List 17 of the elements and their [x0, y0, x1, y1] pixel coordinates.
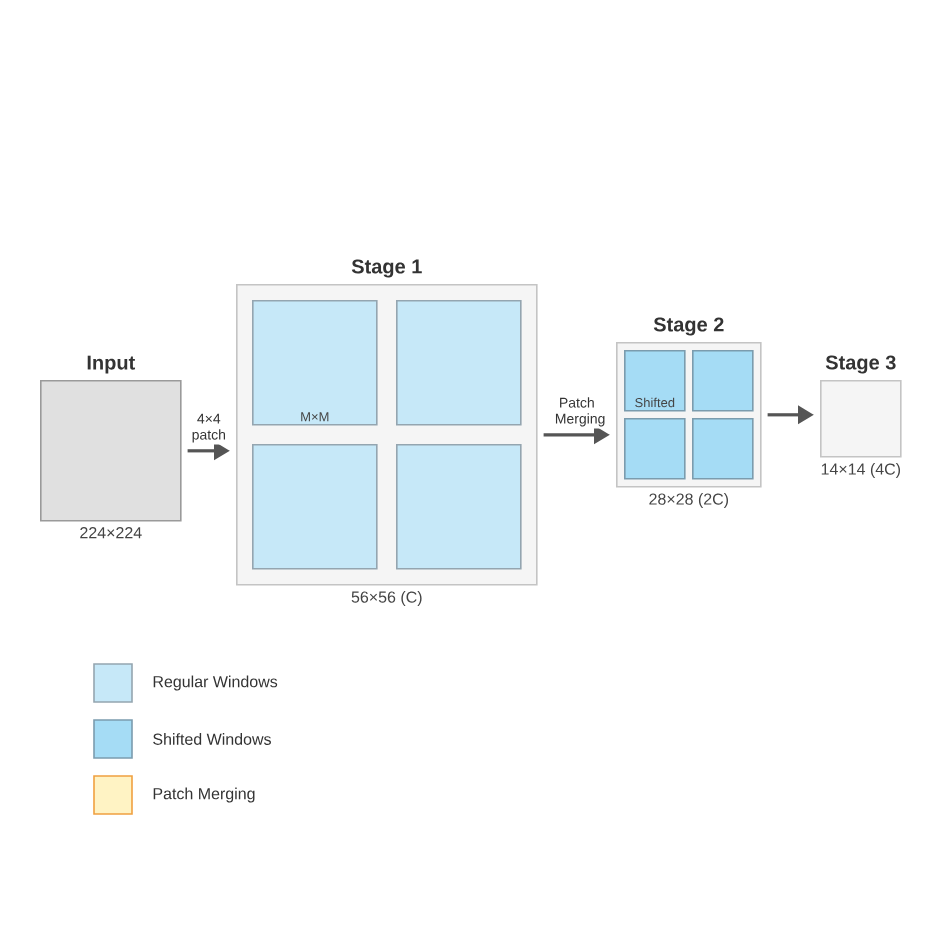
stage-title: Input — [87, 355, 135, 374]
legend-label: Regular Windows — [153, 675, 278, 691]
legend-label: Patch Merging — [153, 787, 255, 803]
window-box — [692, 350, 754, 412]
window-box — [396, 444, 522, 570]
stage-title: Stage 1 — [351, 259, 422, 278]
size-label: 28×28 (2C) — [649, 493, 729, 508]
window-box — [252, 444, 378, 570]
size-label: 56×56 (C) — [351, 591, 422, 606]
size-label: 14×14 (4C) — [821, 463, 901, 478]
window-box — [692, 418, 754, 480]
window-box — [624, 418, 686, 480]
legend-label: Shifted Windows — [153, 733, 271, 745]
stage-title: Stage 3 — [825, 355, 896, 374]
window-box — [396, 300, 522, 426]
stage-title: Stage 2 — [653, 317, 724, 336]
size-label: 224×224 — [80, 527, 142, 539]
